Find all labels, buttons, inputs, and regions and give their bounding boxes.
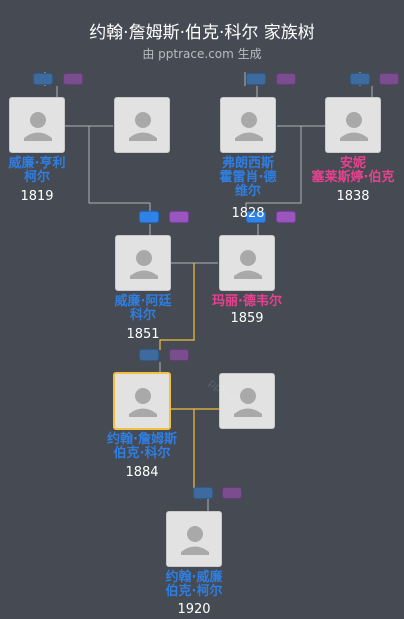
person-card-john-james-selected[interactable] (113, 372, 171, 430)
page-title: 约翰·詹姆斯·伯克·科尔 家族树 (89, 23, 315, 43)
mother-toggle-button[interactable] (169, 211, 189, 223)
father-toggle-button[interactable] (139, 211, 159, 223)
mother-toggle-button[interactable] (63, 73, 83, 85)
person-birth-year: 1884 (125, 465, 159, 480)
person-birth-year: 1828 (231, 206, 265, 221)
person-birth-year: 1819 (20, 189, 54, 204)
avatar-placeholder-icon (129, 112, 157, 141)
person-card-mary[interactable] (219, 235, 275, 291)
avatar-placeholder-icon (234, 388, 262, 417)
descent-line (245, 126, 302, 215)
father-toggle-button[interactable] (246, 73, 266, 85)
person-name: 威廉·阿廷 科尔 (114, 294, 172, 323)
person-birth-year: 1859 (230, 311, 264, 326)
person-birth-year: 1851 (126, 327, 160, 342)
avatar-placeholder-icon (340, 112, 368, 141)
mother-toggle-button[interactable] (379, 73, 399, 85)
person-birth-year: 1920 (177, 602, 211, 617)
father-toggle-button[interactable] (246, 211, 266, 223)
father-toggle-button[interactable] (193, 487, 213, 499)
avatar-placeholder-icon (234, 250, 262, 279)
person-card-unknown-spouse[interactable] (114, 97, 170, 153)
person-name: 约翰·詹姆斯 伯克·科尔 (107, 432, 177, 461)
avatar-placeholder-icon (181, 526, 209, 555)
person-card-william-henry[interactable] (9, 97, 65, 153)
father-toggle-button[interactable] (139, 349, 159, 361)
page-subtitle: 由 pptrace.com 生成 (142, 47, 262, 61)
mother-toggle-button[interactable] (169, 349, 189, 361)
mother-toggle-button[interactable] (276, 211, 296, 223)
father-toggle-button[interactable] (33, 73, 53, 85)
person-name: 约翰·威廉 伯克·柯尔 (165, 570, 223, 599)
avatar-placeholder-icon (24, 112, 52, 141)
person-card-francis[interactable] (220, 97, 276, 153)
person-card-william-arthur[interactable] (115, 235, 171, 291)
person-card-unknown-spouse[interactable] (219, 373, 275, 429)
avatar-placeholder-icon (235, 112, 263, 141)
person-card-john-william[interactable] (166, 511, 222, 567)
avatar-placeholder-icon (129, 388, 157, 417)
person-name: 玛丽·德韦尔 (212, 294, 282, 309)
person-name: 弗朗西斯 霍雷肖·德 维尔 (219, 156, 277, 199)
avatar-placeholder-icon (130, 250, 158, 279)
mother-toggle-button[interactable] (276, 73, 296, 85)
highlight-descent-line (159, 263, 195, 350)
person-card-anne[interactable] (325, 97, 381, 153)
father-toggle-button[interactable] (350, 73, 370, 85)
descent-line (88, 126, 151, 215)
person-name: 威廉·亨利 柯尔 (8, 156, 66, 185)
person-name: 安妮 塞莱斯婷·伯克 (311, 156, 395, 185)
person-birth-year: 1838 (336, 189, 370, 204)
mother-toggle-button[interactable] (222, 487, 242, 499)
